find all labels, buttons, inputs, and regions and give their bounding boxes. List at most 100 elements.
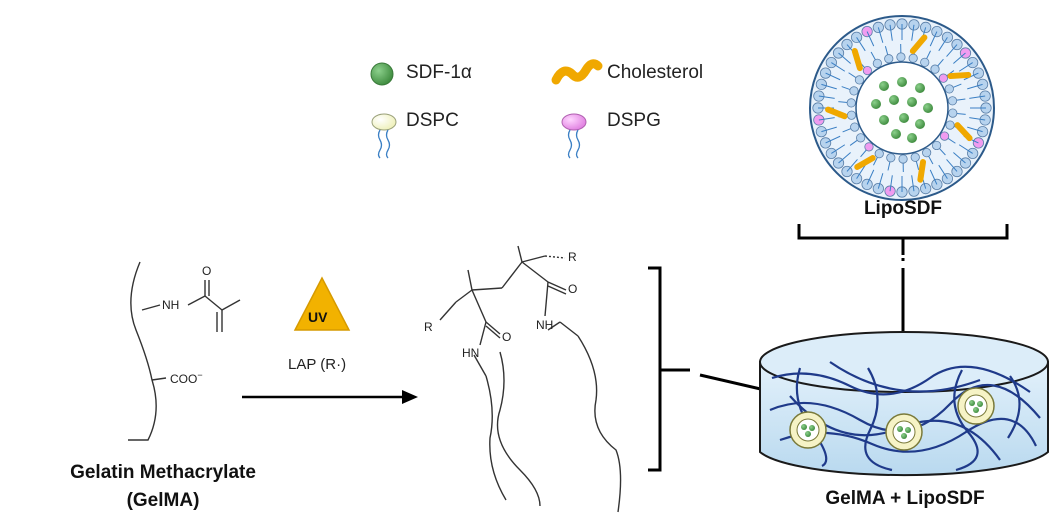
dspc-lipid-head <box>930 64 940 74</box>
sdf-protein <box>907 133 917 143</box>
legend <box>370 59 603 159</box>
sdf-protein <box>923 103 933 113</box>
gelma-o-label: O <box>202 264 212 278</box>
dspc-lipid-head <box>947 96 958 106</box>
embedded-liposome-core <box>964 394 988 418</box>
lipid-tail <box>877 27 884 43</box>
sdf-protein <box>899 113 909 123</box>
gelma-title-line2: (GelMA) <box>126 490 200 511</box>
sdf-protein <box>901 433 907 439</box>
lipid-tail <box>818 95 835 99</box>
hydrogel-title: GelMA + LipoSDF <box>825 488 985 509</box>
dspc-lipid-head <box>944 84 954 94</box>
lipid-tail <box>946 44 958 57</box>
dspc-lipid-head <box>856 133 866 143</box>
legend-cholesterol-label: Cholesterol <box>607 62 704 83</box>
gelma-coo-text: COO <box>170 372 198 386</box>
gelma-nh-label: NH <box>162 298 180 312</box>
dspc-lipid-head <box>850 122 860 132</box>
sdf-protein <box>801 424 807 430</box>
network-r-label-right: R <box>568 250 577 264</box>
gelma-fiber <box>1007 375 1021 439</box>
cholesterol-legend-icon <box>551 59 603 85</box>
network-r-label-left: R <box>424 320 433 334</box>
lipid-tail <box>958 144 973 154</box>
lipid-tail <box>953 152 966 164</box>
sdf-protein <box>977 401 983 407</box>
dspc-lipid-head <box>896 52 906 62</box>
dspc-lipid-head <box>932 140 942 151</box>
sdf-protein <box>889 95 899 105</box>
lipid-tail <box>846 159 858 172</box>
network-nh-label: NH <box>536 318 554 332</box>
gelma-fiber <box>771 365 1031 396</box>
sdf-protein <box>915 83 925 93</box>
dspc-lipid-head <box>898 154 908 164</box>
lipid-tail <box>938 164 948 179</box>
cholesterol-molecule <box>909 34 928 55</box>
sdf-legend-icon <box>370 62 394 86</box>
initiator-label: LAP (R·) <box>288 356 347 373</box>
liposome-illustration <box>809 15 995 201</box>
gelma-coo-label: COO− <box>170 370 203 386</box>
lipid-tail <box>856 164 866 179</box>
dspc-lipid-head <box>872 58 882 68</box>
cholesterol-molecule <box>825 106 848 120</box>
lipid-tail <box>946 159 958 172</box>
network-o-label-left: O <box>502 330 512 344</box>
gelma-structure <box>128 261 241 441</box>
lipid-tail <box>866 31 875 47</box>
lipid-tail <box>929 169 938 185</box>
sdf-protein <box>915 119 925 129</box>
lipid-tail <box>838 52 851 64</box>
sdf-protein <box>897 426 903 432</box>
embedded-liposome-core <box>892 420 916 444</box>
lipid-tail <box>969 95 986 99</box>
gelma-fiber <box>829 361 981 393</box>
lipid-tail <box>929 31 938 47</box>
dspg-legend-icon <box>561 113 587 159</box>
crosslinked-gelma-structure <box>439 245 622 513</box>
dspg-lipid-head <box>861 25 873 38</box>
dspg-lipid-head <box>939 131 950 141</box>
dspc-lipid-head <box>948 108 958 118</box>
dspc-lipid-head <box>854 75 865 85</box>
lipid-tail <box>969 117 986 121</box>
legend-dspg-label: DSPG <box>607 110 661 131</box>
lipid-tail <box>967 83 983 90</box>
lipid-tail <box>821 83 837 90</box>
lipid-tail <box>831 144 846 154</box>
dspc-lipid-head <box>849 86 859 96</box>
lipid-tail <box>938 37 948 52</box>
lipid-tail <box>967 126 983 133</box>
lipid-tail <box>911 175 915 192</box>
network-o-label-right: O <box>568 282 578 296</box>
dspc-lipid-head <box>886 153 896 163</box>
dspc-lipid-head <box>874 149 884 159</box>
dspc-lipid-head <box>979 114 991 126</box>
lipid-tail <box>958 62 973 72</box>
sdf-protein <box>973 407 979 413</box>
cholesterol-molecule <box>854 155 876 170</box>
liposdf-title: LipoSDF <box>863 198 943 219</box>
uv-label: UV <box>308 309 328 325</box>
dspg-lipid-head <box>862 65 872 76</box>
cholesterol-molecule <box>851 48 863 72</box>
lipid-tail <box>825 135 841 144</box>
sdf-protein <box>879 81 889 91</box>
sdf-protein <box>879 115 889 125</box>
lipid-tail <box>838 152 851 164</box>
sdf-protein <box>891 129 901 139</box>
lipid-tail <box>889 24 893 41</box>
lipid-tail <box>818 117 835 121</box>
lipid-tail <box>866 169 875 185</box>
sdf-protein <box>871 99 881 109</box>
lipid-tail <box>821 126 837 133</box>
lipid-tail <box>831 62 846 72</box>
legend-sdf-label: SDF-1α <box>406 62 472 83</box>
reaction-arrow <box>242 390 418 404</box>
dspc-lipid-head <box>922 148 932 158</box>
sdf-protein <box>805 431 811 437</box>
